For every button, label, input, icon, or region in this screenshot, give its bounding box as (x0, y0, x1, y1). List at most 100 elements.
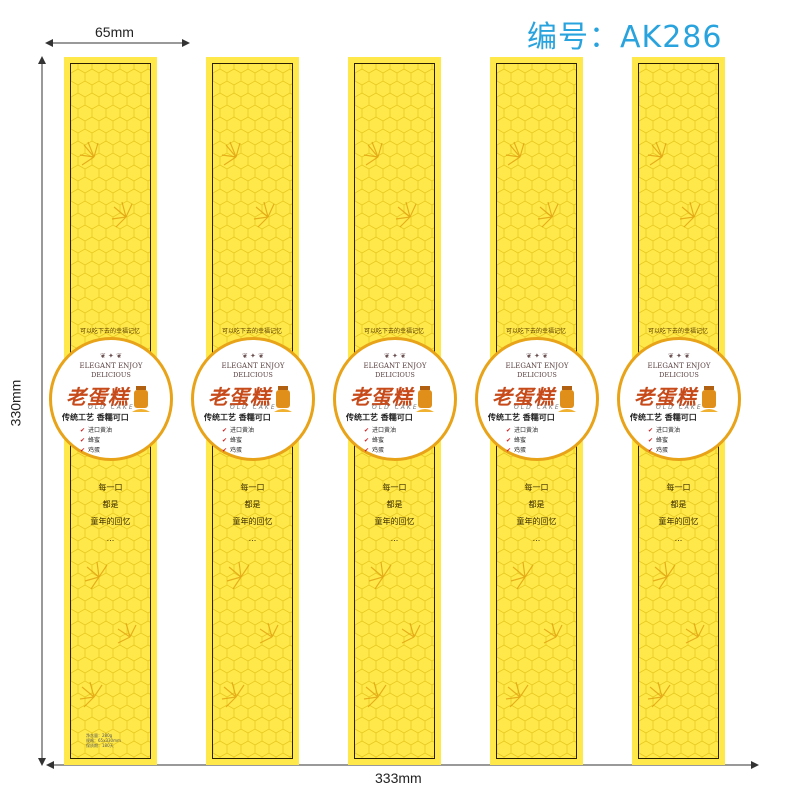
brand-english-line2: DELICIOUS (375, 371, 415, 379)
product-name: 老蛋糕 (66, 385, 129, 409)
circle-badge: ❦ ✦ ❦ ELEGANT ENJOY DELICIOUS 老蛋糕 OLD CA… (191, 337, 315, 461)
bottom-line: 每一口 (240, 483, 265, 492)
brand-english-line2: DELICIOUS (233, 371, 273, 379)
bottom-line: 每一口 (524, 483, 549, 492)
product-name-english: OLD CAKE (230, 404, 277, 411)
circle-badge: ❦ ✦ ❦ ELEGANT ENJOY DELICIOUS 老蛋糕 OLD CA… (617, 337, 741, 461)
check-icon: ✔ (222, 437, 228, 444)
check-icon: ✔ (80, 447, 86, 454)
product-name: 老蛋糕 (208, 385, 271, 409)
check-icon: ✔ (648, 427, 654, 434)
flower-icon (221, 141, 279, 708)
check-icon: ✔ (222, 427, 228, 434)
bottom-line: 童年的回忆 (658, 517, 699, 526)
bottom-slogan: 每一口都是童年的回忆... (348, 479, 441, 547)
product-slogan: 传统工艺 香糯可口 (204, 413, 271, 422)
check-icon: ✔ (364, 437, 370, 444)
check-icon: ✔ (364, 447, 370, 454)
bottom-slogan: 每一口都是童年的回忆... (64, 479, 157, 547)
arc-slogan: 可以吃下去的幸福记忆 (221, 328, 282, 335)
feature-list: ✔进口黄油✔蜂蜜✔鸡蛋 (222, 426, 254, 456)
flower-icon (79, 141, 137, 708)
product-slogan: 传统工艺 香糯可口 (62, 413, 129, 422)
flower-icon (647, 141, 705, 708)
check-icon: ✔ (222, 447, 228, 454)
ornament-icon: ❦ ✦ ❦ (99, 352, 123, 360)
bottom-line: ... (674, 534, 683, 543)
feature-item: ✔鸡蛋 (80, 447, 101, 454)
ornament-icon: ❦ ✦ ❦ (667, 352, 691, 360)
bottom-line: ... (106, 534, 115, 543)
bottom-line: 都是 (244, 500, 261, 509)
bottom-line: 都是 (386, 500, 403, 509)
bottom-line: 童年的回忆 (232, 517, 273, 526)
bottom-slogan: 每一口都是童年的回忆... (632, 479, 725, 547)
check-icon: ✔ (506, 437, 512, 444)
circle-badge: ❦ ✦ ❦ ELEGANT ENJOY DELICIOUS 老蛋糕 OLD CA… (49, 337, 173, 461)
product-name: 老蛋糕 (492, 385, 555, 409)
check-icon: ✔ (364, 427, 370, 434)
ornament-icon: ❦ ✦ ❦ (525, 352, 549, 360)
feature-item: ✔蜂蜜 (506, 437, 527, 444)
height-dimension-label: 330mm (7, 379, 24, 427)
honey-jar-icon (700, 386, 718, 412)
brand-english-line1: ELEGANT ENJOY (505, 362, 569, 370)
product-name-english: OLD CAKE (656, 404, 703, 411)
bottom-slogan: 每一口都是童年的回忆... (490, 479, 583, 547)
bottom-line: 每一口 (382, 483, 407, 492)
feature-item: ✔蜂蜜 (364, 437, 385, 444)
bottom-line: 每一口 (666, 483, 691, 492)
product-name: 老蛋糕 (350, 385, 413, 409)
bottom-slogan: 每一口都是童年的回忆... (206, 479, 299, 547)
feature-item: ✔鸡蛋 (506, 447, 527, 454)
honey-jar-icon (416, 386, 434, 412)
brand-english-line1: ELEGANT ENJOY (79, 362, 143, 370)
bottom-line: ... (532, 534, 541, 543)
product-name: 老蛋糕 (634, 385, 697, 409)
feature-item: ✔进口黄油 (80, 427, 113, 434)
feature-item: ✔进口黄油 (364, 427, 397, 434)
arc-slogan: 可以吃下去的幸福记忆 (79, 328, 140, 335)
feature-item: ✔进口黄油 (222, 427, 255, 434)
feature-list: ✔进口黄油 ✔蜂蜜 ✔鸡蛋 (80, 426, 112, 456)
feature-item: ✔鸡蛋 (648, 447, 669, 454)
product-name-english: OLD CAKE (88, 404, 135, 411)
bottom-line: 每一口 (98, 483, 123, 492)
brand-english-line1: ELEGANT ENJOY (647, 362, 711, 370)
ornament-icon: ❦ ✦ ❦ (241, 352, 265, 360)
check-icon: ✔ (80, 427, 86, 434)
honey-jar-icon (132, 386, 150, 412)
check-icon: ✔ (506, 447, 512, 454)
bottom-line: 都是 (528, 500, 545, 509)
feature-list: ✔进口黄油 ✔蜂蜜 ✔鸡蛋 (648, 426, 680, 456)
product-name-english: OLD CAKE (514, 404, 561, 411)
feature-item: ✔进口黄油 (648, 427, 681, 434)
arc-slogan: 可以吃下去的幸福记忆 (363, 328, 424, 335)
feature-item: ✔蜂蜜 (80, 437, 101, 444)
bottom-line: ... (248, 534, 257, 543)
circle-badge: ❦ ✦ ❦ ELEGANT ENJOY DELICIOUS 老蛋糕 OLD CA… (475, 337, 599, 461)
product-slogan: 传统工艺 香糯可口 (346, 413, 413, 422)
feature-item: ✔鸡蛋 (222, 447, 243, 454)
feature-list: ✔进口黄油✔蜂蜜✔鸡蛋 (506, 426, 538, 456)
brand-english-line2: DELICIOUS (517, 371, 557, 379)
product-slogan: 传统工艺 香糯可口 (630, 413, 697, 422)
brand-english-line1: ELEGANT ENJOY (363, 362, 427, 370)
bottom-line: ... (390, 534, 399, 543)
check-icon: ✔ (648, 437, 654, 444)
bottom-line: 童年的回忆 (90, 517, 131, 526)
honey-jar-icon (274, 386, 292, 412)
feature-list: ✔进口黄油✔蜂蜜✔鸡蛋 (364, 426, 396, 456)
ornament-icon: ❦ ✦ ❦ (383, 352, 407, 360)
product-slogan: 传统工艺 香糯可口 (488, 413, 555, 422)
arc-slogan: 可以吃下去的幸福记忆 (647, 328, 708, 335)
brand-english-line2: DELICIOUS (659, 371, 699, 379)
feature-item: ✔蜂蜜 (648, 437, 669, 444)
brand-english-line1: ELEGANT ENJOY (221, 362, 285, 370)
brand-english-line2: DELICIOUS (91, 371, 131, 379)
bottom-line: 童年的回忆 (374, 517, 415, 526)
width-dimension-label: 65mm (95, 24, 134, 40)
bottom-line: 都是 (102, 500, 119, 509)
